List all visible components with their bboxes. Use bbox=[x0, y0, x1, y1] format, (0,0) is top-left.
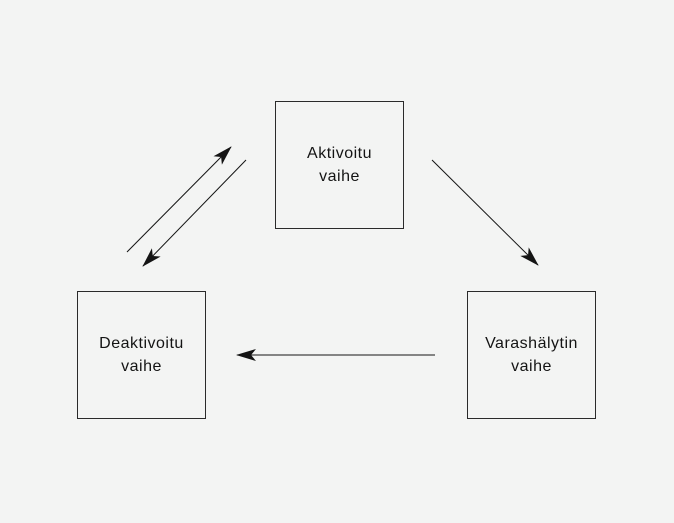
arrow-activated-to-alarm bbox=[431, 159, 539, 266]
state-box-alarm: Varashälytin vaihe bbox=[467, 291, 596, 419]
state-label-line2: vaihe bbox=[319, 168, 360, 185]
state-box-deactivated: Deaktivoitu vaihe bbox=[77, 291, 206, 419]
state-box-activated: Aktivoitu vaihe bbox=[275, 101, 404, 229]
arrow-deactivated-to-activated bbox=[126, 146, 232, 253]
state-label-line1: Varashälytin bbox=[485, 335, 578, 352]
arrow-activated-to-deactivated bbox=[142, 159, 247, 267]
state-label-line1: Deaktivoitu bbox=[99, 335, 184, 352]
state-label-line1: Aktivoitu bbox=[307, 145, 372, 162]
state-label-line2: vaihe bbox=[511, 358, 552, 375]
state-label-line2: vaihe bbox=[121, 358, 162, 375]
